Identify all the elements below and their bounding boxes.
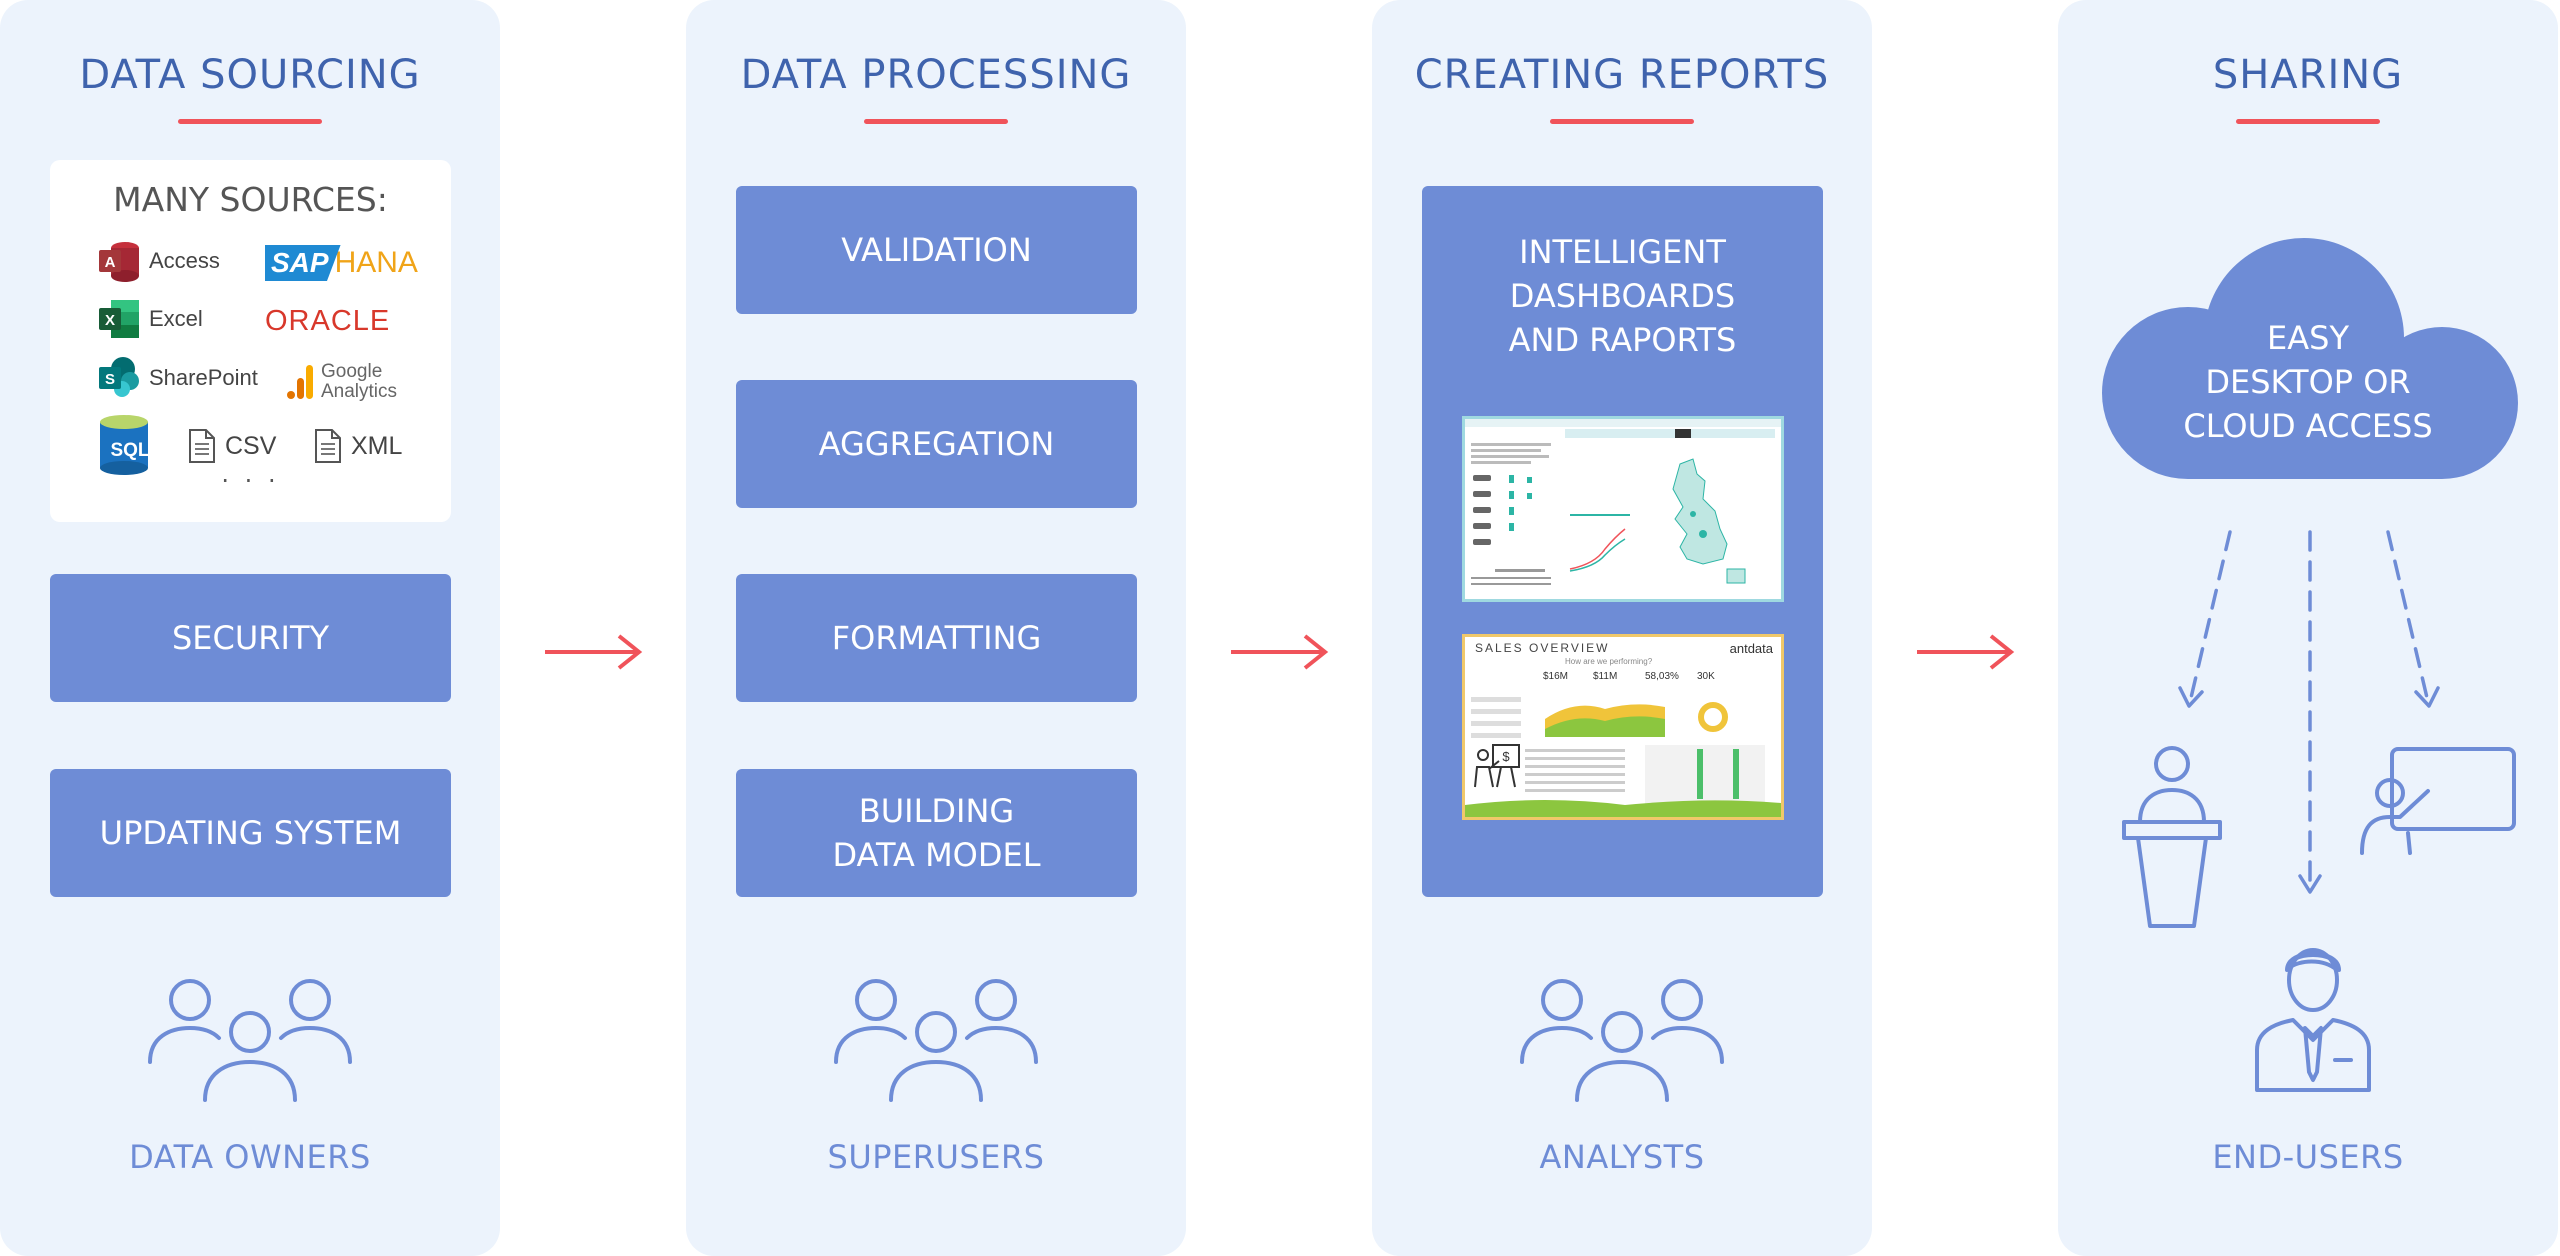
dashboards-text: INTELLIGENT DASHBOARDS AND RAPORTS [1508,233,1737,359]
role-label: END-USERS [2212,1138,2404,1176]
title-underline [1550,119,1694,124]
access-icon: A [99,242,139,282]
column-title: CREATING REPORTS [1414,52,1830,98]
column-title: DATA SOURCING [79,52,421,98]
document-icon [315,429,341,463]
kpi-value: 30K [1697,671,1715,682]
arrow-right-icon [545,634,643,670]
column-creating-reports: CREATING REPORTS INTELLIGENT DASHBOARDS … [1372,0,1872,1256]
sources-title: MANY SOURCES: [113,180,388,219]
businessman-icon [2255,948,2371,1092]
source-access: A Access [97,240,220,282]
excel-icon: X [99,300,139,338]
sales-dashboard-image: $ [1465,697,1781,817]
kpi-value: 58,03% [1645,671,1679,682]
source-sql [97,414,151,476]
source-label: Excel [149,306,203,331]
ga-label-2: Analytics [321,381,398,402]
kpi-value: $16M [1543,671,1569,682]
svg-text:X: X [105,312,115,329]
source-sharepoint: S SharePoint [97,356,258,400]
column-title: DATA PROCESSING [740,52,1132,98]
formatting-box: FORMATTING [736,574,1137,702]
column-data-sourcing: DATA SOURCING MANY SOURCES: A Access SAP… [0,0,500,1256]
sources-card: MANY SOURCES: A Access SAP HANA [50,160,451,522]
title-underline [864,119,1008,124]
column-title: SHARING [2212,52,2404,98]
document-icon [189,429,215,463]
ga-label-1: Google [321,361,383,382]
kpi-value: $11M [1593,671,1618,682]
title-underline [2236,119,2380,124]
source-excel: X Excel [97,298,203,340]
updating-system-box: UPDATING SYSTEM [50,769,451,897]
sharepoint-icon: S [99,357,139,397]
column-data-processing: DATA PROCESSING VALIDATION AGGREGATION F… [686,0,1186,1256]
source-csv: CSV [187,428,276,464]
cloud-access-text: EASY DESKTOP OR CLOUD ACCESS [2183,319,2433,445]
sql-label: SQL [110,440,150,461]
building-data-model-box: BUILDING DATA MODEL [736,769,1137,897]
source-label: XML [351,431,403,460]
google-analytics-icon [287,365,313,399]
people-group-icon [148,979,352,1102]
people-group-icon [834,979,1038,1102]
source-label: CSV [225,431,277,460]
presenter-board-icon [2360,747,2516,855]
antdata-logo: antdata [1729,641,1773,656]
sap-logo: SAP [265,245,341,281]
more-sources: . . . [221,460,280,488]
column-sharing: SHARING EASY DESKTOP OR CLOUD ACCESS [2058,0,2558,1256]
role-label: DATA OWNERS [129,1138,371,1176]
source-sap-hana: SAP HANA [265,245,418,281]
cloud-icon [2102,238,2518,479]
title-underline [178,119,322,124]
source-xml: XML [313,428,402,464]
source-label: Access [149,248,220,273]
speaker-podium-icon [2122,746,2222,928]
dashboard-thumbnail-sales: SALES OVERVIEW How are we performing? an… [1462,634,1784,820]
aggregation-box: AGGREGATION [736,380,1137,508]
svg-text:A: A [105,254,116,271]
people-group-icon [1520,979,1724,1102]
hana-logo-text: HANA [334,246,418,279]
role-label: ANALYSTS [1539,1138,1705,1176]
validation-box: VALIDATION [736,186,1137,314]
sql-database-icon [100,415,148,475]
security-box: SECURITY [50,574,451,702]
oracle-logo: ORACLE [265,305,391,337]
map-dashboard-image [1465,419,1781,585]
source-google-analytics: Google Analytics [287,362,397,402]
dashed-arrows [2178,530,2440,894]
sales-overview-subtitle: How are we performing? [1565,657,1653,666]
arrow-right-icon [1231,634,1329,670]
dashboards-box: INTELLIGENT DASHBOARDS AND RAPORTS [1422,186,1823,897]
dashboard-thumbnail-map [1462,416,1784,602]
svg-text:S: S [105,371,115,388]
arrow-right-icon [1917,634,2015,670]
source-label: SharePoint [149,365,258,390]
svg-text:$: $ [1502,749,1510,764]
role-label: SUPERUSERS [827,1138,1045,1176]
sales-overview-title: SALES OVERVIEW [1475,641,1610,655]
